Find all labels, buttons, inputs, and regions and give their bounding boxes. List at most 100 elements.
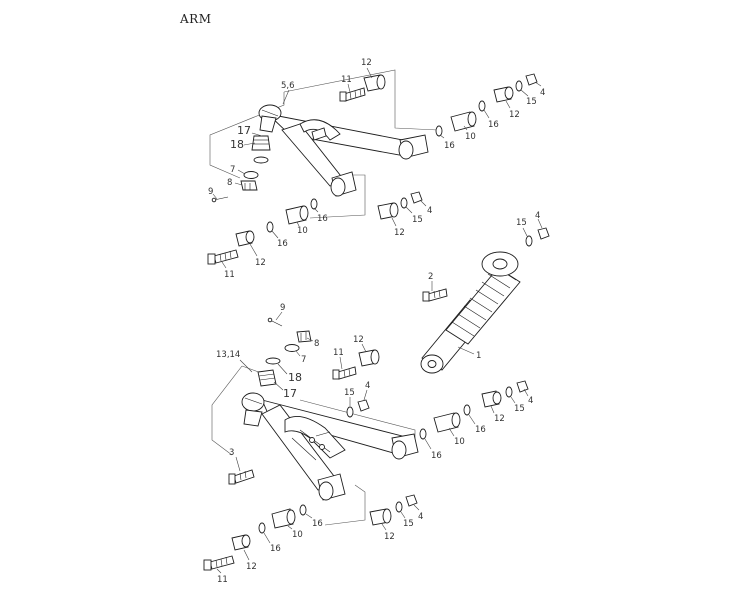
callout-12: 12: [384, 532, 395, 542]
callout-18: 18: [288, 371, 302, 384]
callout-10: 10: [292, 530, 303, 540]
callout-12: 12: [361, 58, 372, 68]
ring-18-lower: [265, 357, 281, 365]
callout-8: 8: [314, 339, 319, 349]
washer-7-upper: [243, 171, 259, 179]
bolt-3: [233, 469, 255, 484]
callout-12: 12: [353, 335, 364, 345]
lower-frame-bottom: [324, 484, 366, 526]
upper-rear-bore: [330, 177, 346, 197]
nut-4-lower-b: [516, 380, 529, 393]
callout-3: 3: [229, 448, 234, 458]
castle-nut-8-lower: [296, 330, 312, 343]
lower-frame-left: [211, 365, 243, 456]
nut-4-lower-a: [357, 399, 370, 412]
washer-15-lower-c: [395, 501, 403, 513]
upper-ball-joint-stem: [259, 115, 277, 133]
callout-18: 18: [230, 138, 244, 151]
callout-9: 9: [208, 187, 213, 197]
callout-4: 4: [535, 211, 540, 221]
upper-arm-assembly: [207, 67, 542, 269]
washer-16-b: [478, 100, 486, 112]
upper-arm-tab: [311, 127, 327, 141]
bolt-2-shock: [427, 288, 448, 302]
diagram-title: ARM: [180, 12, 212, 26]
nut-4-lower-c: [405, 494, 418, 507]
callout-11: 11: [341, 75, 352, 85]
washer-15-lower-a: [346, 406, 354, 418]
callout-16: 16: [475, 425, 486, 435]
callout-16: 16: [312, 519, 323, 529]
washer-16-lower-d: [258, 522, 266, 534]
washer-16-lower-a: [419, 428, 427, 440]
callout-4: 4: [540, 88, 545, 98]
callout-4: 4: [365, 381, 370, 391]
washer-15-a: [515, 80, 523, 92]
washer-16-d: [266, 221, 274, 233]
callout-5-6: 5,6: [281, 81, 295, 91]
upper-frame-bottom: [309, 174, 366, 219]
callout-10: 10: [297, 226, 308, 236]
callout-11: 11: [217, 575, 228, 585]
washer-16-c: [310, 198, 318, 210]
callout-16: 16: [277, 239, 288, 249]
callout-9: 9: [280, 303, 285, 313]
callout-10: 10: [454, 437, 465, 447]
washer-15-lower-b: [505, 386, 513, 398]
callout-1: 1: [476, 351, 481, 361]
upper-frame-top: [283, 69, 439, 131]
callout-16: 16: [488, 120, 499, 130]
bolt-11-upper-right: [343, 87, 366, 102]
callout-8: 8: [227, 178, 232, 188]
washer-15-b: [400, 197, 408, 209]
callout-12: 12: [494, 414, 505, 424]
callout-17: 17: [237, 124, 251, 137]
washer-16-lower-b: [463, 404, 471, 416]
washer-16-a: [435, 125, 443, 137]
nut-4-a: [525, 73, 538, 86]
callout-16: 16: [317, 214, 328, 224]
callout-15: 15: [403, 519, 414, 529]
bolt-11-lower-left: [209, 555, 235, 570]
ring-17-upper: [253, 156, 269, 164]
lower-ball-joint-stem: [243, 409, 263, 427]
callout-4: 4: [528, 396, 533, 406]
callout-17: 17: [283, 387, 297, 400]
callout-2: 2: [428, 272, 433, 282]
callout-13-14: 13,14: [216, 350, 240, 360]
lower-ball-joint-head: [241, 392, 265, 412]
callout-16: 16: [431, 451, 442, 461]
shock-absorber-assembly: [420, 218, 550, 374]
upper-frame-left: [209, 92, 285, 179]
callout-12: 12: [246, 562, 257, 572]
boot-18-upper: [251, 135, 271, 151]
callout-12: 12: [394, 228, 405, 238]
callout-11: 11: [224, 270, 235, 280]
bolt-11-lower-center: [337, 366, 357, 380]
callout-11: 11: [333, 348, 344, 358]
lower-arm-assembly: [203, 311, 529, 574]
lower-arm-plate: [284, 415, 346, 459]
callout-labels: 5,6 11 12 17 18 7 8 9 16 10 16 12 15 4 1…: [208, 58, 545, 585]
nut-4-b: [410, 191, 423, 204]
callout-15: 15: [516, 218, 527, 228]
callout-4: 4: [418, 512, 423, 522]
bolt-11-upper-left: [213, 249, 239, 264]
callout-10: 10: [465, 132, 476, 142]
callout-15: 15: [514, 404, 525, 414]
washer-16-lower-c: [299, 504, 307, 516]
callout-4: 4: [427, 206, 432, 216]
callout-7: 7: [230, 165, 235, 175]
callout-7: 7: [301, 355, 306, 365]
callout-16: 16: [270, 544, 281, 554]
callout-12: 12: [509, 110, 520, 120]
callout-15: 15: [344, 388, 355, 398]
nut-4-shock: [537, 227, 550, 240]
castle-nut-8-upper: [240, 180, 258, 191]
callout-16: 16: [444, 141, 455, 151]
washer-7-lower: [284, 344, 300, 352]
cotter-pin-9-upper: [213, 196, 229, 201]
callout-15: 15: [412, 215, 423, 225]
washer-15-shock: [525, 235, 533, 247]
